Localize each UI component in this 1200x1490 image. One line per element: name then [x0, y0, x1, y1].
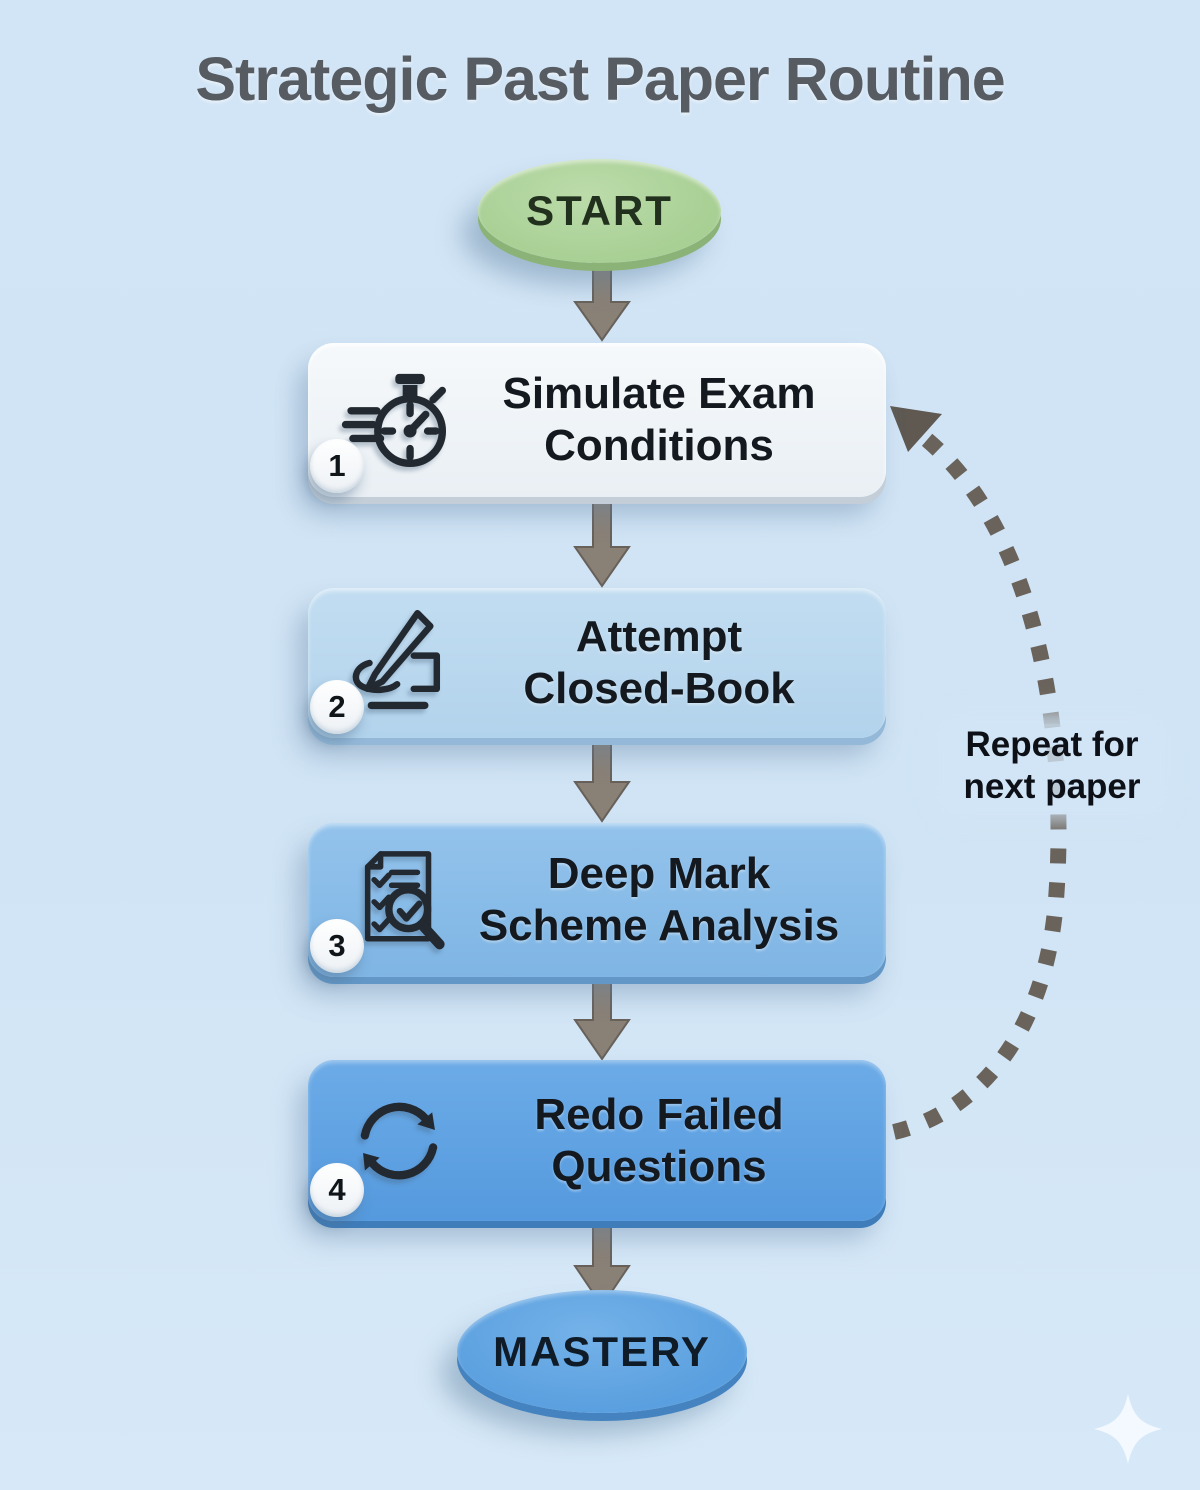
page-title: Strategic Past Paper Routine — [195, 45, 1005, 113]
step-1-label: Simulate Exam Conditions — [502, 369, 816, 470]
mastery-terminal: MASTERY — [457, 1290, 747, 1413]
step-2-label: Attempt Closed-Book — [523, 612, 795, 713]
step-4-box: Redo Failed Questions 4 — [308, 1060, 886, 1221]
down-arrow-icon — [573, 257, 631, 1308]
redo-cycle-icon — [338, 1078, 460, 1204]
sparkle-icon — [1094, 1394, 1162, 1464]
writing-hand-icon — [338, 600, 460, 726]
repeat-loop-arrow — [890, 406, 1067, 1140]
repeat-loop-label: Repeat for next paper — [946, 724, 1158, 808]
start-terminal: START — [478, 159, 721, 263]
start-label: START — [526, 187, 673, 234]
stopwatch-speed-icon — [338, 357, 460, 483]
step-2-number-badge: 2 — [310, 680, 364, 734]
step-1-number-badge: 1 — [310, 439, 364, 493]
step-1-box: Simulate Exam Conditions 1 — [308, 343, 886, 497]
step-3-box: Deep Mark Scheme Analysis 3 — [308, 823, 886, 977]
step-4-label: Redo Failed Questions — [534, 1089, 784, 1191]
step-3-number-badge: 3 — [310, 919, 364, 973]
checklist-magnifier-icon — [338, 837, 460, 963]
step-3-label: Deep Mark Scheme Analysis — [478, 849, 840, 950]
step-4-number-badge: 4 — [310, 1163, 364, 1217]
mastery-label: MASTERY — [493, 1327, 711, 1375]
step-2-box: Attempt Closed-Book 2 — [308, 588, 886, 738]
